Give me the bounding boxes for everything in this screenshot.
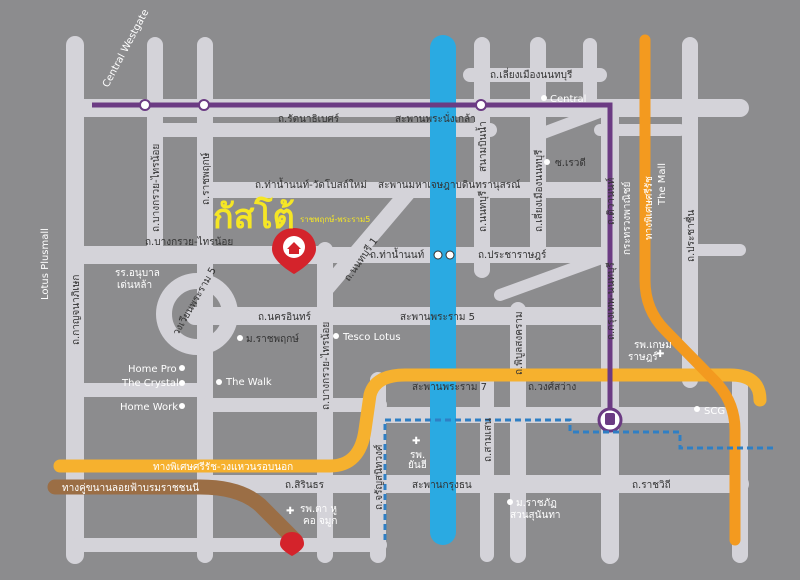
bridge-marker-icon xyxy=(433,250,455,260)
label-charan: ถ.จรัญสนิทวงศ์ xyxy=(373,444,385,510)
mor-ratchaphruek-dot xyxy=(237,335,243,341)
crystal-dot xyxy=(179,380,185,386)
label-ministry-commerce: กระทรวงพาณิชย์ xyxy=(621,182,633,255)
poi-central: Central xyxy=(550,94,586,105)
poi-rph-ta-2: คอ จมูก xyxy=(303,516,337,527)
label-soi-rewadee: ซ.เรวดี xyxy=(555,157,586,169)
poi-home-work: Home Work xyxy=(120,402,178,413)
blue-dashed-line xyxy=(383,418,775,540)
poi-ratchaphat-1: ม.ราชภัฏ xyxy=(516,498,557,509)
location-pin-icon[interactable] xyxy=(272,228,316,274)
poi-rph-yanhee-1: รพ. xyxy=(410,450,425,461)
label-liangmueang-top: ถ.เลี่ยงเมืองนนทบุรี xyxy=(490,67,573,81)
hospital-cross-icon-kasem: ✚ xyxy=(656,349,664,360)
road-diag-central xyxy=(532,102,616,141)
brown-route xyxy=(47,479,303,548)
ratchaphat-dot xyxy=(507,499,513,505)
poi-tesco-lotus: Tesco Lotus xyxy=(342,332,401,343)
label-rattanathibet: ถ.รัตนาธิเบศร์ xyxy=(278,113,340,125)
poi-home-pro: Home Pro xyxy=(128,364,177,375)
poi-ratchaphat-2: สวนสุนันทา xyxy=(510,510,561,521)
train-icon xyxy=(605,413,615,425)
brand-title: กัสโต้ xyxy=(213,196,295,237)
poi-the-crystal: The Crystal xyxy=(121,378,179,389)
roundabout-rama5 xyxy=(156,273,238,355)
poi-scg: SCG xyxy=(704,406,725,417)
purple-line xyxy=(92,102,613,420)
label-central-westgate: Central Westgate xyxy=(101,8,151,90)
label-ratchaphruek: ถ.ราชพฤกษ์ xyxy=(200,152,212,205)
expressway-sirirat xyxy=(53,368,767,473)
rewadee-dot xyxy=(544,159,550,165)
label-ratchawithi: ถ.ราชวิถี xyxy=(632,479,671,491)
road-nonthaburi1 xyxy=(317,182,418,298)
poi-mor-ratchaphruek: ม.ราชพฤกษ์ xyxy=(246,333,299,345)
label-bridge-rama7: สะพานพระราม 7 xyxy=(412,382,487,393)
label-sanambinnam: สนามบินน้ำ xyxy=(475,121,489,172)
label-prachachuen: ถ.ประชาชื่น xyxy=(683,209,697,262)
label-bridge-mahachesada: สะพานมหาเจษฎาบดินทรานุสรณ์ xyxy=(378,179,520,191)
home-icon xyxy=(287,242,301,254)
label-bangkruai-lower: ถ.บางกรวย-ไทรน้อย xyxy=(320,322,332,410)
poi-rr-anuban-2: เด่นหล้า xyxy=(117,279,152,291)
label-bridge-phranangklao: สะพานพระนั่งเกล้า xyxy=(395,111,476,125)
label-nonthaburi-v: ถ.นนทบุรี xyxy=(477,190,489,232)
label-bridge-krungthon: สะพานกรุงธน xyxy=(412,480,472,491)
label-lotus-plusmall: Lotus Plusmall xyxy=(40,228,51,300)
hospital-cross-icon-ta: ✚ xyxy=(286,506,294,517)
label-orange-expressway: ทางพิเศษศรีรัช xyxy=(643,176,655,240)
label-brown-route: ทางคู่ขนานลอยฟ้าบรมราชชนนี xyxy=(62,482,199,494)
label-tiwanon: ถ.ติวานนท์ xyxy=(605,178,617,225)
label-thanamnon: ถ.ท่าน้ำนนท์ xyxy=(370,247,424,261)
label-krungthep-nonthaburi: ถ.กรุงเทพ-นนทบุรี xyxy=(605,262,617,340)
homework-dot xyxy=(179,403,185,409)
tesco-dot xyxy=(333,333,339,339)
label-kanchanaphisek: ถ.กาญจนาภิเษก xyxy=(71,275,82,345)
purple-station-2 xyxy=(198,99,210,111)
poi-the-mall: The Mall xyxy=(657,163,668,206)
central-dot xyxy=(541,95,547,101)
poi-rr-anuban: รร.อนุบาล xyxy=(115,268,160,279)
poi-rph-ta-1: รพ.ตา หู xyxy=(300,504,337,515)
orange-expressway xyxy=(639,34,741,546)
purple-station-3 xyxy=(475,99,487,111)
poi-the-walk: The Walk xyxy=(225,377,272,388)
label-bridge-rama5: สะพานพระราม 5 xyxy=(400,312,475,323)
scg-dot xyxy=(694,406,700,412)
label-sirindhorn: ถ.สิรินธร xyxy=(285,480,325,491)
chao-phraya-river xyxy=(430,35,456,545)
road-diag-right xyxy=(494,249,616,301)
label-liangmueang-v: ถ.เลี่ยงเมืองนนทบุรี xyxy=(531,149,545,232)
label-wongsawang: ถ.วงศ์สว่าง xyxy=(528,381,576,393)
thewalk-dot xyxy=(216,379,222,385)
label-samsen: ถ.สามเสน xyxy=(483,418,494,462)
hospital-cross-icon-yanhee: ✚ xyxy=(412,436,420,447)
label-expressway: ทางพิเศษศรีรัช-วงแหวนรอบนอก xyxy=(153,461,293,473)
label-thanam-watbot: ถ.ท่าน้ำนนท์-วัดโบสถ์ใหม่ xyxy=(255,177,367,191)
poi-rph-yanhee-2: ยันฮี xyxy=(408,459,427,471)
poi-rph-kasem-2: ราษฎร์ xyxy=(628,351,658,363)
poi-rph-kasem: รพ.เกษม xyxy=(634,340,672,351)
label-bangkruai-v: ถ.บางกรวย-ไทรน้อย xyxy=(150,144,162,232)
label-nakhonin: ถ.นครอินทร์ xyxy=(258,311,312,323)
purple-station-1 xyxy=(139,99,151,111)
homepro-dot xyxy=(179,365,185,371)
label-pracharat: ถ.ประชาราษฎร์ xyxy=(478,249,547,261)
label-bangkruai-h: ถ.บางกรวย-ไทรน้อย xyxy=(145,236,233,248)
brand-subtitle: ราชพฤกษ์-พระราม5 xyxy=(300,214,370,224)
pin-bottom-icon xyxy=(280,532,304,556)
label-pibulsongkram: ถ.พิบูลสงคราม xyxy=(514,311,525,375)
